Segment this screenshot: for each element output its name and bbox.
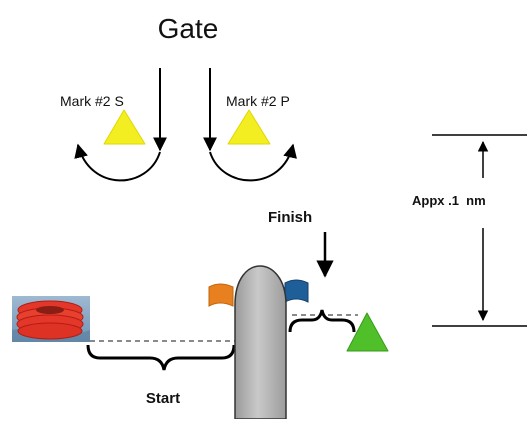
rounding-curve-starboard	[74, 143, 161, 182]
finish-brace	[288, 309, 356, 333]
gate-title: Gate	[158, 13, 219, 44]
mark-starboard-icon	[103, 109, 146, 145]
rounding-curve-port	[209, 143, 297, 182]
mark-port-label: Mark #2 P	[226, 93, 290, 109]
start-label: Start	[146, 390, 180, 407]
mark-starboard-label: Mark #2 S	[60, 93, 124, 109]
finish-label: Finish	[268, 209, 312, 226]
pin-end-green-triangle-icon	[346, 312, 389, 352]
start-buoy-icon	[12, 296, 90, 342]
blue-flag-icon	[284, 279, 309, 303]
committee-boat-icon	[234, 265, 287, 420]
start-brace	[86, 344, 236, 371]
mark-port-icon	[227, 109, 271, 145]
orange-flag-icon	[208, 283, 234, 307]
distance-label: Appx .1 nm	[412, 193, 486, 208]
